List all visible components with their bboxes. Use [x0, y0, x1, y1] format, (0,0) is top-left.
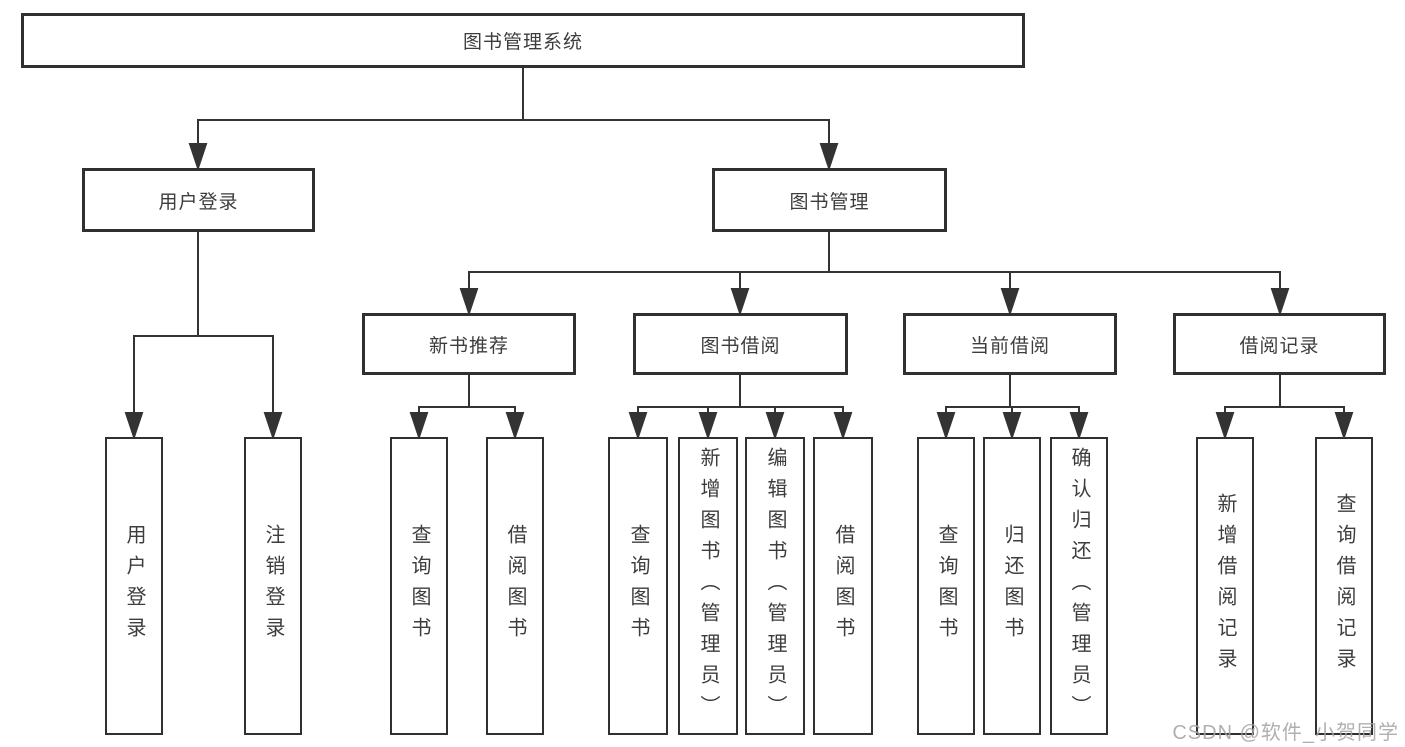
node-borrowing-records: 借阅记录 [1173, 313, 1386, 375]
node-label: 新增图书（管理员） [697, 446, 719, 726]
node-label: 查询图书 [627, 524, 649, 648]
node-label: 用户登录 [123, 524, 145, 648]
leaf-add-borrow-record: 新增借阅记录 [1196, 437, 1254, 735]
node-new-book-recommendation: 新书推荐 [362, 313, 576, 375]
node-label: 查询借阅记录 [1333, 493, 1355, 679]
node-current-borrowing: 当前借阅 [903, 313, 1117, 375]
node-book-management: 图书管理 [712, 168, 947, 232]
node-label: 图书管理系统 [462, 32, 583, 53]
leaf-borrow-books-recommend: 借阅图书 [486, 437, 544, 735]
node-label: 新增借阅记录 [1214, 493, 1236, 679]
leaf-borrow-books: 借阅图书 [813, 437, 873, 735]
leaf-query-books-current: 查询图书 [917, 437, 975, 735]
node-label: 查询图书 [935, 524, 957, 648]
node-label: 新书推荐 [428, 335, 509, 357]
node-label: 借阅记录 [1239, 335, 1320, 357]
node-book-borrowing: 图书借阅 [633, 313, 848, 375]
node-root-library-management-system: 图书管理系统 [21, 13, 1025, 68]
connector-book-management-children [459, 232, 1290, 317]
leaf-logout: 注销登录 [244, 437, 302, 735]
connector-current-children [936, 375, 1089, 441]
node-label: 注销登录 [262, 524, 284, 648]
node-label: 图书借阅 [700, 335, 781, 357]
leaf-query-books-recommend: 查询图书 [390, 437, 448, 735]
leaf-return-books: 归还图书 [983, 437, 1041, 735]
connector-new-book-children [409, 375, 525, 441]
leaf-query-borrow-record: 查询借阅记录 [1315, 437, 1373, 735]
node-label: 归还图书 [1001, 524, 1023, 648]
node-label: 图书管理 [789, 191, 870, 213]
node-label: 借阅图书 [504, 524, 526, 648]
node-label: 查询图书 [408, 524, 430, 648]
connector-records-children [1215, 375, 1354, 441]
leaf-confirm-return-admin: 确认归还（管理员） [1050, 437, 1108, 735]
csdn-watermark: CSDN @软件_小贺同学 [1172, 722, 1399, 744]
node-user-login: 用户登录 [82, 168, 315, 232]
connector-borrow-children [628, 375, 853, 441]
connector-user-login-children [124, 232, 283, 441]
leaf-query-books-borrow: 查询图书 [608, 437, 668, 735]
leaf-add-books-admin: 新增图书（管理员） [678, 437, 738, 735]
connector-root-to-level2 [188, 68, 839, 172]
node-label: 用户登录 [158, 191, 239, 213]
leaf-user-login: 用户登录 [105, 437, 163, 735]
node-label: 借阅图书 [832, 524, 854, 648]
leaf-edit-books-admin: 编辑图书（管理员） [745, 437, 805, 735]
node-label: 编辑图书（管理员） [764, 446, 786, 726]
node-label: 确认归还（管理员） [1068, 446, 1090, 726]
node-label: 当前借阅 [969, 335, 1050, 357]
